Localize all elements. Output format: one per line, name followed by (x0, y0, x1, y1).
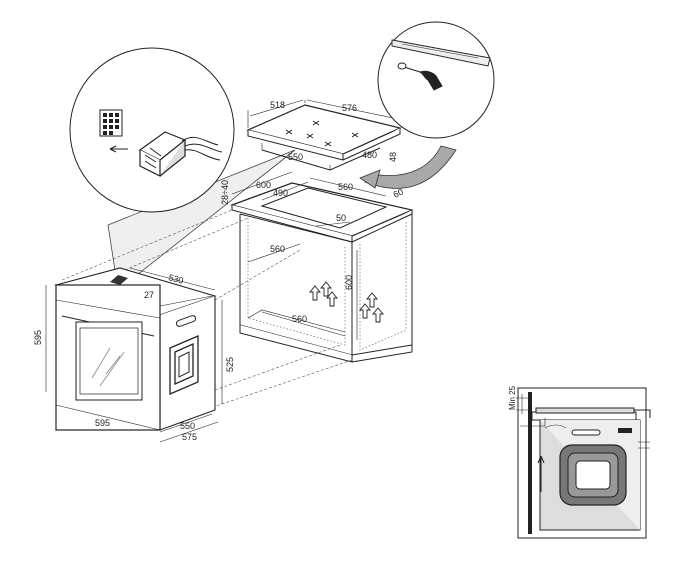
oven-height-label: 595 (33, 330, 43, 345)
cabinet-inner-width-label: 560 (270, 244, 285, 254)
oven-panel-label: 27 (144, 290, 154, 300)
hob-cutout-depth-label: 480 (362, 150, 377, 160)
oven-body-depth-label: 575 (182, 432, 197, 442)
hob-depth-label: 518 (270, 100, 285, 110)
cabinet-cutout-width-label: 560 (338, 182, 353, 192)
oven-depth-label: 530 (167, 272, 184, 286)
fan-cover-icon (169, 335, 199, 395)
section-view: Min 25 (508, 385, 651, 539)
cabinet: 600 28÷40 490 560 60 50 560 600 560 (220, 171, 414, 363)
projection-lines (61, 209, 353, 426)
cooking-zone-marks (285, 120, 359, 147)
cabinet-inner-gap-label: 50 (336, 213, 346, 223)
connector-callout (69, 47, 296, 291)
clip-icon (397, 62, 443, 91)
section-fan-cover-icon (559, 444, 627, 506)
cabinet-top-thickness-label: 28÷40 (220, 180, 230, 205)
hob-outer-label: 550 (288, 152, 303, 162)
hob: 518 576 550 480 48 (246, 99, 402, 171)
min-gap-label: Min 25 (508, 385, 517, 410)
hob-height-label: 48 (388, 152, 398, 162)
oven-width-label: 595 (95, 418, 110, 428)
cabinet-top-depth-label: 600 (256, 180, 271, 190)
plug-connector-icon (138, 131, 223, 177)
terminal-block-icon (99, 109, 123, 137)
cabinet-base-width-label: 560 (292, 314, 307, 324)
oven: 595 530 27 525 595 550 575 (33, 267, 235, 443)
hob-width-label: 576 (342, 103, 357, 113)
airflow-arrows (309, 281, 384, 323)
cabinet-side-clearance-label: 60 (392, 187, 405, 200)
cabinet-cutout-depth-label: 490 (273, 188, 288, 198)
oven-body-height-label: 525 (225, 357, 235, 372)
cabinet-height-label: 600 (344, 275, 354, 290)
oven-body-width-label: 550 (180, 421, 195, 431)
clip-callout (359, 21, 495, 189)
